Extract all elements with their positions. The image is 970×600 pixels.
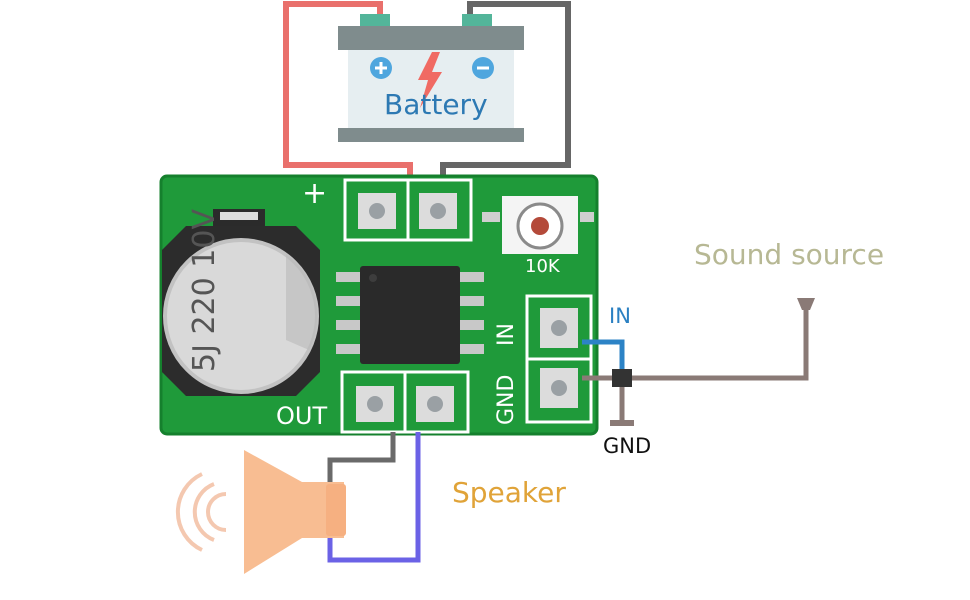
amplifier-board — [159, 174, 599, 436]
sound-source-label: Sound source — [694, 238, 885, 271]
capacitor — [162, 209, 320, 396]
in-signal-wire — [582, 339, 625, 378]
lightning-icon — [418, 52, 442, 108]
battery — [338, 14, 524, 142]
potentiometer — [482, 196, 594, 254]
junction-node — [612, 369, 632, 387]
potentiometer-value-label: 10K — [525, 256, 560, 277]
speaker-wire-a — [327, 432, 396, 484]
battery-positive-wire — [283, 1, 413, 180]
sound-waves-icon — [175, 472, 227, 552]
plus-pin-label: + — [302, 176, 328, 211]
in-pin-label: IN — [494, 323, 519, 346]
speaker-wire-b — [327, 432, 421, 563]
speaker-icon — [244, 450, 346, 574]
amplifier-chip — [336, 266, 484, 364]
gnd-wire-label: GND — [603, 434, 652, 458]
plus-icon — [370, 57, 392, 79]
gnd-pin-label: GND — [494, 374, 519, 425]
out-pin-label: OUT — [276, 402, 328, 430]
capacitor-marking: 5J 220 10V — [187, 209, 222, 372]
battery-label: Battery — [384, 88, 488, 121]
minus-icon — [472, 57, 494, 79]
battery-negative-wire — [440, 1, 571, 180]
in-wire-label: IN — [609, 304, 631, 328]
sound-source-wire — [582, 306, 809, 381]
sound-source-connector — [797, 298, 815, 310]
speaker-label: Speaker — [452, 476, 566, 509]
